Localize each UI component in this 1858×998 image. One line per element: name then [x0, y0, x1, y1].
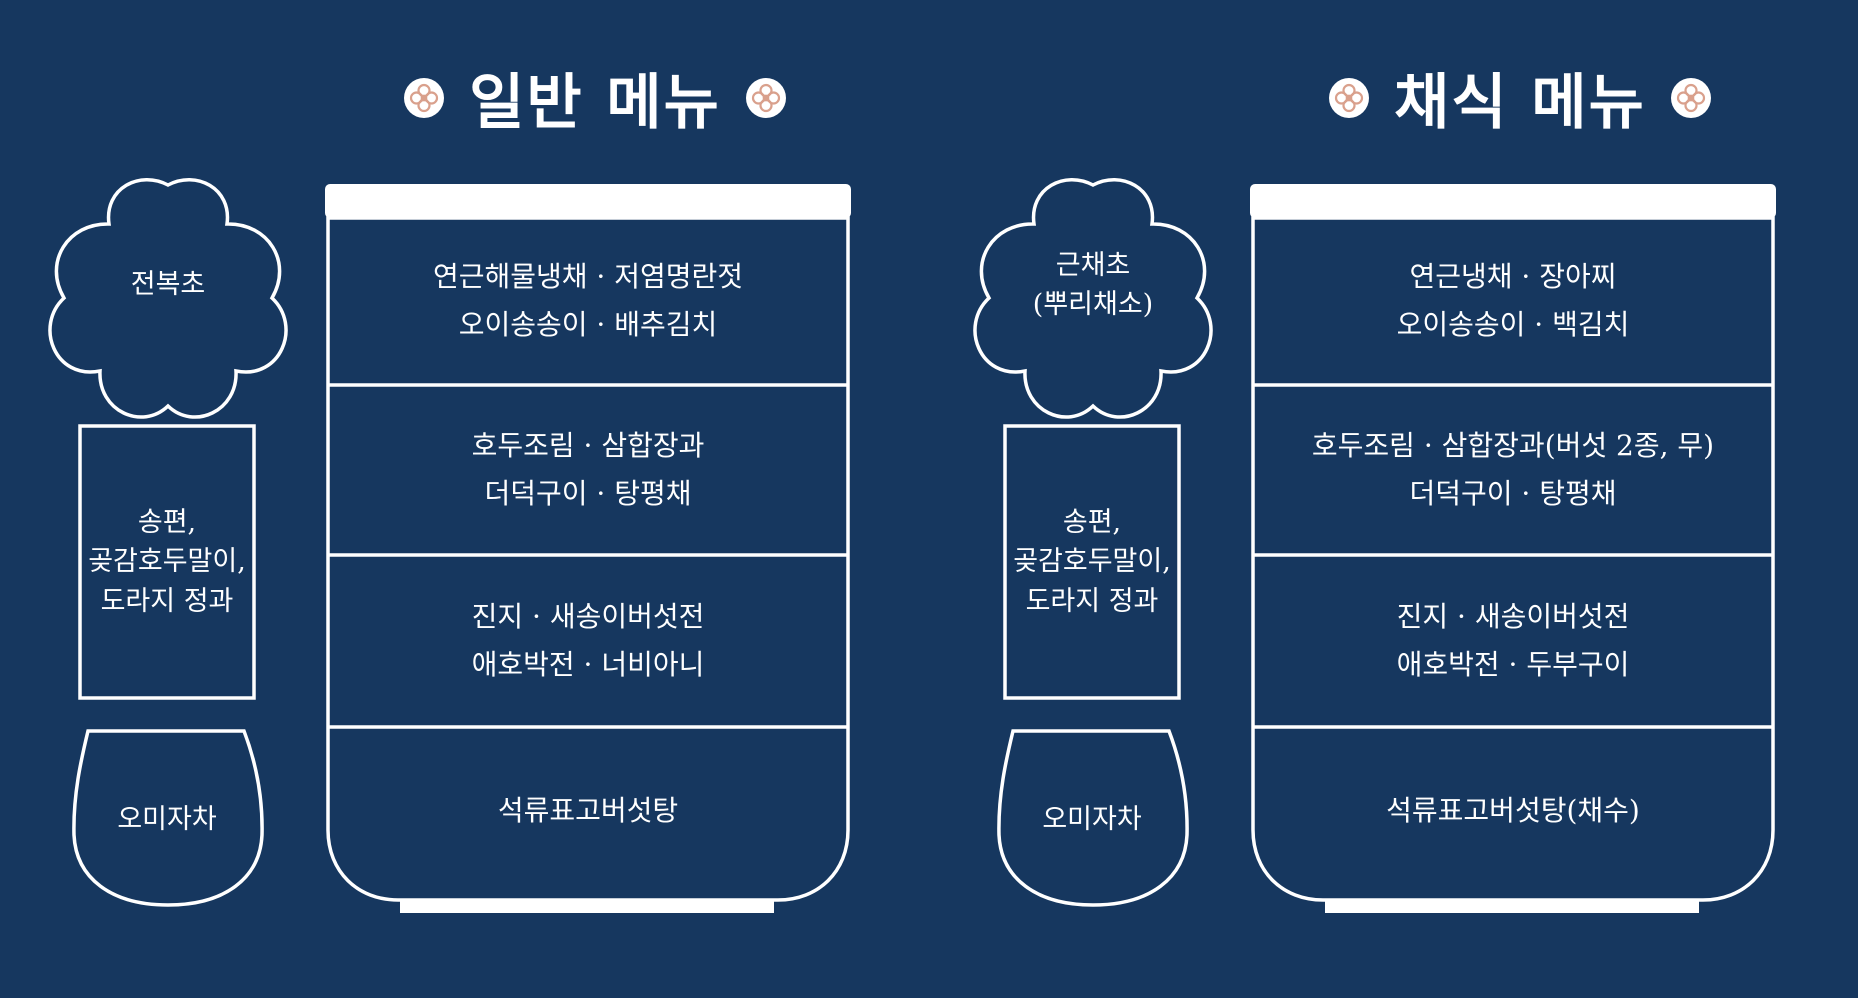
menu-line: 애호박전 · 두부구이: [1396, 648, 1630, 681]
bowl-rim: [325, 184, 851, 218]
snack-label: 송편, 곶감호두말이, 도라지 정과: [1005, 426, 1179, 698]
snack-line: 곶감호두말이,: [1013, 546, 1171, 578]
rectangle-frame: [1003, 424, 1181, 700]
snack-line: 도라지 정과: [100, 585, 234, 617]
menu-line: 연근해물냉채 · 저염명란젓: [432, 260, 744, 294]
vegetarian-menu-title-text: 채식 메뉴: [1394, 68, 1646, 138]
snack-line: 곶감호두말이,: [88, 546, 246, 578]
soup-label: 전복초: [54, 170, 282, 400]
soup-line: 전복초: [130, 269, 206, 301]
bowl-rim: [1250, 184, 1776, 218]
cup-icon: [72, 729, 264, 907]
menu-line: 진지 · 새송이버섯전: [471, 600, 705, 634]
menu-row-2: 호두조림 · 삼합장과 더덕구이 · 탕평채: [328, 386, 848, 554]
soup-line: (뿌리채소): [1032, 289, 1154, 320]
menu-row-3: 진지 · 새송이버섯전 애호박전 · 너비아니: [328, 556, 848, 726]
soup-label: 근채초 (뿌리채소): [979, 170, 1207, 400]
menu-line: 연근냉채 · 장아찌: [1409, 260, 1617, 294]
bowl-base: [1325, 900, 1699, 913]
general-menu-frames: [48, 178, 851, 913]
menu-line: 석류표고버섯탕(채수): [1386, 794, 1640, 828]
bowl-icon: [326, 216, 850, 902]
snack-line: 송편,: [137, 507, 197, 539]
snack-line: 도라지 정과: [1025, 585, 1159, 617]
menu-row-1: 연근해물냉채 · 저염명란젓 오이송송이 · 배추김치: [328, 218, 848, 384]
snack-label: 송편, 곶감호두말이, 도라지 정과: [80, 426, 254, 698]
tea-label: 오미자차: [1042, 804, 1142, 836]
soup-line: 근채초: [1055, 249, 1131, 281]
menu-row-2: 호두조림 · 삼합장과(버섯 2종, 무) 더덕구이 · 탕평채: [1253, 386, 1773, 554]
menu-line: 석류표고버섯탕: [497, 794, 679, 828]
vegetarian-menu-panel: 채식 메뉴 근채초 (뿌리채소) 송편, 곶감호두말이, 도라지 정과 오미자차…: [925, 0, 1825, 998]
menu-line: 오이송송이 · 배추김치: [458, 308, 718, 341]
general-menu-panel: 일반 메뉴 전복초 송편, 곶감호두말이, 도라지 정과 오미자차 연근해물냉채…: [0, 0, 900, 998]
menu-line: 호두조림 · 삼합장과(버섯 2종, 무): [1311, 429, 1715, 463]
rectangle-frame: [78, 424, 256, 700]
cup-icon: [997, 729, 1189, 907]
bowl-base: [400, 900, 774, 913]
plum-blossom-icon: [48, 178, 288, 419]
tea-label: 오미자차: [117, 804, 217, 836]
vegetarian-menu-title: 채식 메뉴: [1325, 54, 1715, 141]
menu-line: 더덕구이 · 탕평채: [1409, 477, 1617, 510]
general-menu-title: 일반 메뉴: [400, 54, 790, 141]
menu-row-4: 석류표고버섯탕(채수): [1253, 728, 1773, 904]
menu-row-3: 진지 · 새송이버섯전 애호박전 · 두부구이: [1253, 556, 1773, 726]
menu-line: 호두조림 · 삼합장과: [471, 429, 705, 463]
vegetarian-menu-frames: [973, 178, 1776, 913]
bowl-icon: [1251, 216, 1775, 902]
menu-line: 오이송송이 · 백김치: [1396, 308, 1630, 341]
menu-line: 진지 · 새송이버섯전: [1396, 600, 1630, 634]
menu-line: 더덕구이 · 탕평채: [484, 477, 692, 510]
menu-line: 애호박전 · 너비아니: [471, 648, 705, 681]
general-menu-title-text: 일반 메뉴: [469, 68, 721, 138]
menu-row-4: 석류표고버섯탕: [328, 728, 848, 904]
snack-line: 송편,: [1062, 507, 1122, 539]
plum-blossom-icon: [973, 178, 1213, 419]
menu-row-1: 연근냉채 · 장아찌 오이송송이 · 백김치: [1253, 218, 1773, 384]
